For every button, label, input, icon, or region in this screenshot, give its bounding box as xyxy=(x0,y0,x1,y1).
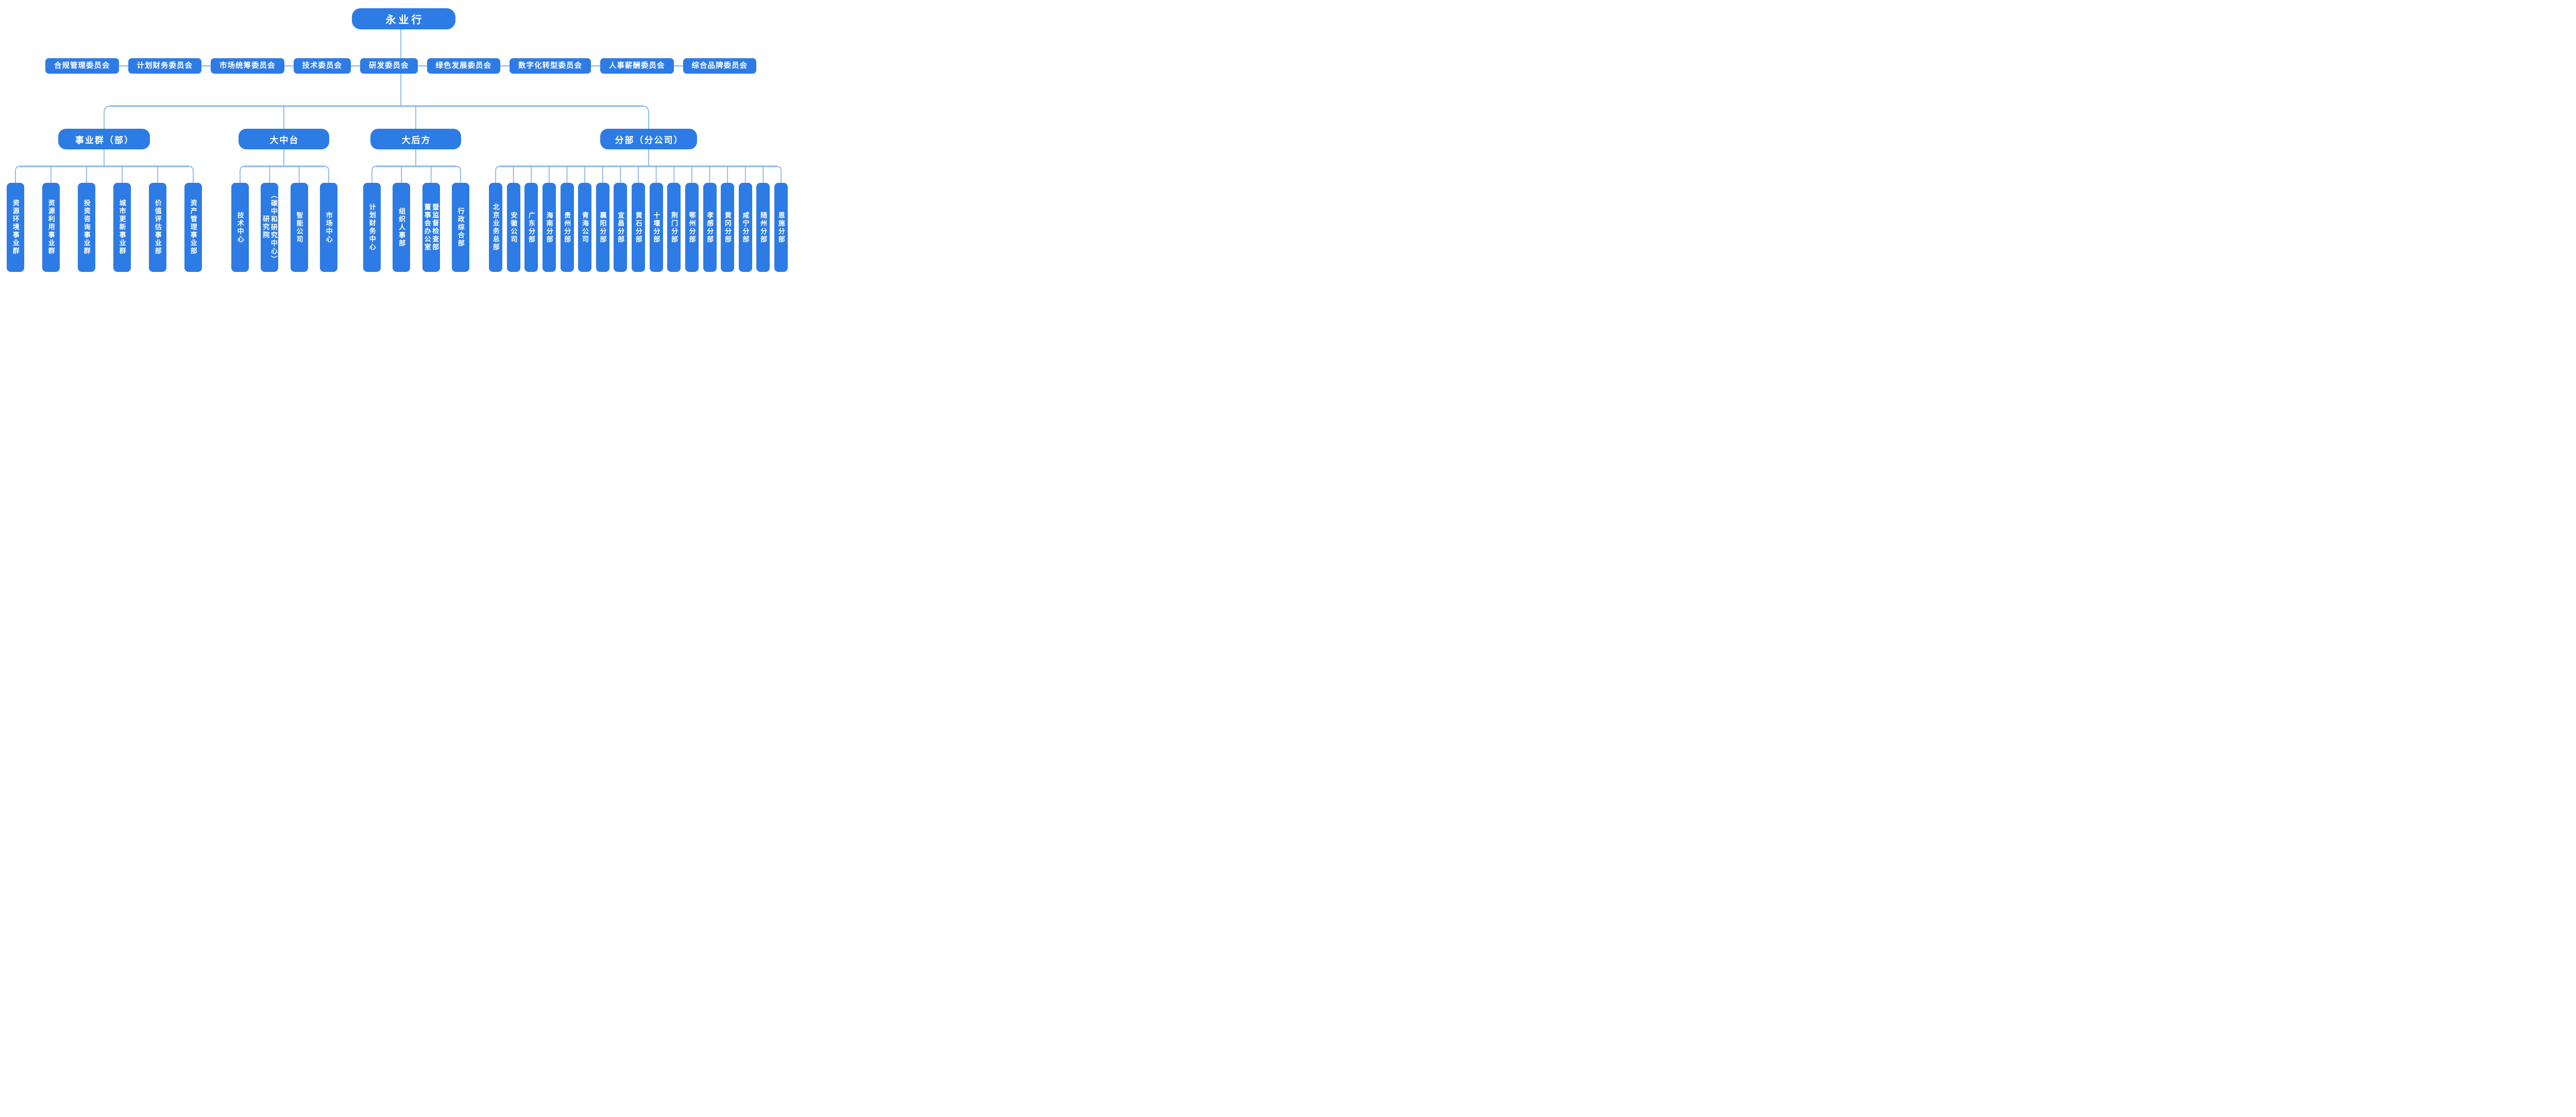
department-node[interactable]: 咸宁分部 xyxy=(738,183,752,272)
committee-node[interactable]: 市场统筹委员会 xyxy=(211,58,284,74)
department-node[interactable]: 十堰分部 xyxy=(649,183,663,272)
committee-node[interactable]: 计划财务委员会 xyxy=(128,58,201,74)
connector-line xyxy=(371,166,377,183)
committee-connector-line xyxy=(201,65,211,67)
connector-lines xyxy=(15,29,782,183)
connector-line xyxy=(642,106,649,129)
department-node[interactable]: 市场中心 xyxy=(320,183,337,272)
department-node[interactable]: 海南分部 xyxy=(542,183,556,272)
connector-line xyxy=(776,166,782,183)
department-node[interactable]: 荆门分部 xyxy=(667,183,681,272)
committee-connector-line xyxy=(417,65,427,67)
department-node[interactable]: 技术中心 xyxy=(231,183,249,272)
department-node[interactable]: 董事会办公室 暨监督检查部 xyxy=(422,183,440,272)
department-node[interactable]: 组织人事部 xyxy=(393,183,411,272)
committee-node[interactable]: 合规管理委员会 xyxy=(45,58,119,74)
committee-connector-line xyxy=(500,65,510,67)
committee-connector-line xyxy=(351,65,360,67)
department-node[interactable]: 孝感分部 xyxy=(703,183,717,272)
committee-node[interactable]: 技术委员会 xyxy=(293,58,351,74)
department-node[interactable]: 广东分部 xyxy=(524,183,538,272)
department-node[interactable]: 贵州分部 xyxy=(560,183,574,272)
department-node[interactable]: 投资咨询事业群 xyxy=(78,183,95,272)
committee-node[interactable]: 研发委员会 xyxy=(360,58,418,74)
org-chart: 永业行 合规管理委员会计划财务委员会市场统筹委员会技术委员会研发委员会绿色发展委… xyxy=(0,0,802,279)
committee-node[interactable]: 数字化转型委员会 xyxy=(510,58,591,74)
committee-node[interactable]: 综合品牌委员会 xyxy=(683,58,756,74)
committee-connector-line xyxy=(591,65,600,67)
department-node[interactable]: 价值评估事业部 xyxy=(149,183,166,272)
department-node[interactable]: 研究院 （碳中和研究中心） xyxy=(261,183,279,272)
department-node[interactable]: 随州分部 xyxy=(756,183,770,272)
department-node[interactable]: 襄阳分部 xyxy=(596,183,609,272)
connector-line xyxy=(15,166,21,183)
department-node[interactable]: 北京业务总部 xyxy=(489,183,502,272)
department-node[interactable]: 城市更新事业群 xyxy=(113,183,131,272)
connector-line xyxy=(455,166,461,183)
committee-connector-line xyxy=(673,65,683,67)
department-node[interactable]: 计划财务中心 xyxy=(363,183,381,272)
department-node[interactable]: 黄石分部 xyxy=(632,183,645,272)
connector-line xyxy=(188,166,194,183)
department-node[interactable]: 黄冈分部 xyxy=(721,183,735,272)
department-node[interactable]: 青海公司 xyxy=(578,183,592,272)
department-node[interactable]: 鄂州分部 xyxy=(685,183,699,272)
connector-line xyxy=(495,166,501,183)
department-node[interactable]: 恩施分部 xyxy=(774,183,788,272)
connector-line xyxy=(324,166,329,183)
connector-line xyxy=(104,106,111,129)
department-node[interactable]: 安徽公司 xyxy=(506,183,520,272)
committee-node[interactable]: 人事薪酬委员会 xyxy=(600,58,674,74)
division-node[interactable]: 大后方 xyxy=(370,129,461,149)
department-node[interactable]: 智能公司 xyxy=(290,183,308,272)
committee-connector-line xyxy=(118,65,128,67)
department-node[interactable]: 资源环境事业群 xyxy=(7,183,24,272)
department-node[interactable]: 行政综合部 xyxy=(452,183,469,272)
department-node[interactable]: 宜昌分部 xyxy=(614,183,628,272)
department-node[interactable]: 资源利用事业群 xyxy=(42,183,60,272)
committee-node[interactable]: 绿色发展委员会 xyxy=(427,58,500,74)
division-node[interactable]: 事业群（部） xyxy=(58,129,150,149)
division-node[interactable]: 大中台 xyxy=(239,129,329,149)
committee-row: 合规管理委员会计划财务委员会市场统筹委员会技术委员会研发委员会绿色发展委员会数字… xyxy=(0,58,802,74)
committee-connector-line xyxy=(284,65,294,67)
connector-line xyxy=(240,166,245,183)
root-node[interactable]: 永业行 xyxy=(352,8,455,29)
division-node[interactable]: 分部（分公司） xyxy=(600,129,697,149)
department-node[interactable]: 资产管理事业部 xyxy=(184,183,202,272)
